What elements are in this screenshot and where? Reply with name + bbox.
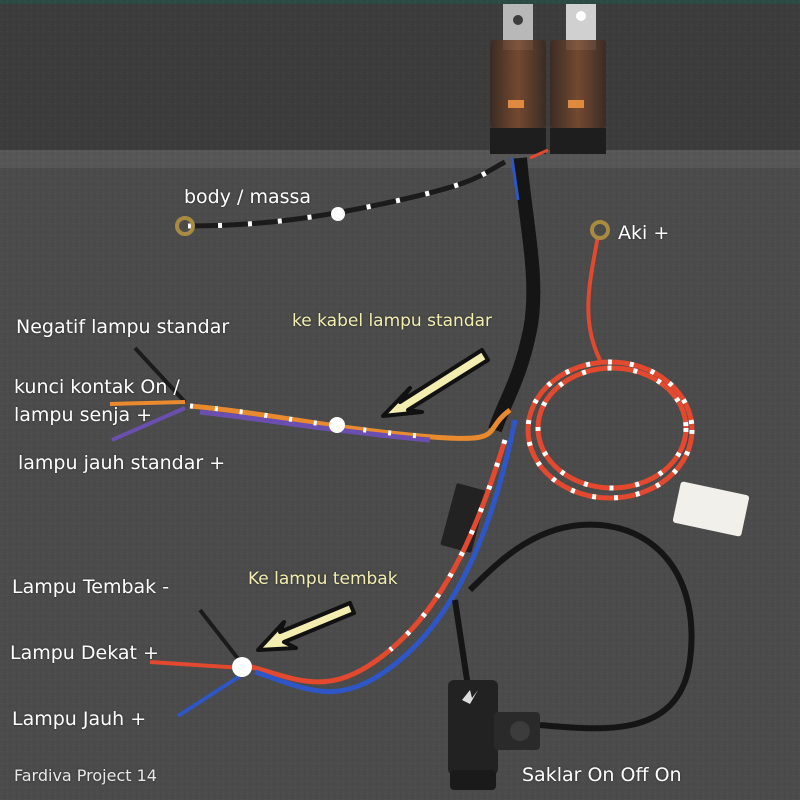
label-lampu-tembak-minus: Lampu Tembak -: [12, 576, 170, 598]
label-negatif-lampu-standar: Negatif lampu standar: [16, 316, 230, 338]
label-lampu-dekat-plus: Lampu Dekat +: [10, 642, 159, 664]
label-saklar: Saklar On Off On: [522, 764, 682, 786]
label-ke-kabel-lampu-standar: ke kabel lampu standar: [292, 311, 493, 331]
label-lampu-jauh-standar: lampu jauh standar +: [18, 452, 226, 474]
main-harness-trunk: [488, 148, 549, 433]
label-lampu-jauh-plus: Lampu Jauh +: [12, 708, 147, 730]
watermark: Fardiva Project 14: [14, 766, 157, 785]
fog-lamp-branch: [149, 419, 518, 718]
label-kunci-kontak-line2: lampu senja +: [14, 404, 153, 426]
label-body-massa: body / massa: [184, 186, 312, 208]
standard-lamp-branch: [109, 346, 512, 443]
inline-connector: [440, 483, 488, 553]
arrow-to-standard-lamp: [381, 348, 490, 418]
relay-left: [490, 4, 546, 154]
coiled-wire: [525, 359, 695, 501]
relay-right: [550, 4, 606, 154]
white-connector: [672, 481, 750, 537]
label-kunci-kontak-line1: kunci kontak On /: [14, 376, 180, 398]
arrow-to-fog-lamp: [256, 601, 356, 652]
ground-wire: [175, 159, 507, 236]
label-ke-lampu-tembak: Ke lampu tembak: [248, 569, 398, 589]
battery-wire: [586, 220, 610, 361]
on-off-on-switch: [448, 680, 540, 790]
label-aki-plus: Aki +: [618, 222, 670, 244]
